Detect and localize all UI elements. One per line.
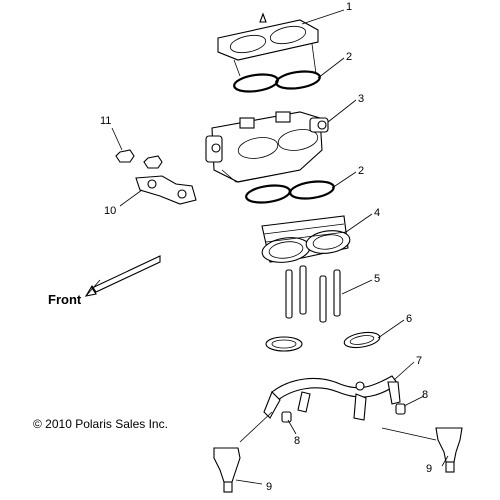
part-1-adapter-cover	[217, 12, 319, 61]
callout-1: 1	[346, 1, 352, 13]
callout-2-lower: 2	[358, 165, 364, 177]
part-5-bolts	[285, 265, 341, 323]
part-10-bracket	[135, 175, 197, 205]
callout-2-upper: 2	[346, 51, 352, 63]
callout-5: 5	[374, 273, 380, 285]
copyright-notice: © 2010 Polaris Sales Inc.	[33, 417, 168, 431]
part-7-fuel-rail	[263, 375, 401, 421]
part-6-clamps	[265, 331, 381, 352]
front-label: Front	[48, 292, 82, 307]
part-9-fuel-injectors	[213, 427, 463, 493]
part-2-lower-o-rings	[245, 180, 335, 204]
callout-8-left: 8	[294, 435, 300, 447]
callout-6: 6	[406, 313, 412, 325]
part-11-nuts	[115, 149, 163, 169]
callout-9-left: 9	[266, 481, 272, 493]
callout-3: 3	[358, 93, 364, 105]
callout-7: 7	[416, 355, 422, 367]
callout-8-right: 8	[422, 389, 428, 401]
part-2-upper-o-rings	[233, 70, 321, 93]
callout-11: 11	[100, 115, 111, 127]
part-4-intake-boots	[261, 215, 351, 263]
callout-9-right: 9	[426, 463, 432, 475]
callout-leaders	[111, 9, 449, 485]
front-direction-arrow	[84, 255, 161, 297]
part-3-throttle-body	[205, 111, 329, 183]
callout-10: 10	[104, 205, 116, 217]
part-8-fittings	[281, 403, 406, 423]
callout-4: 4	[374, 207, 380, 219]
